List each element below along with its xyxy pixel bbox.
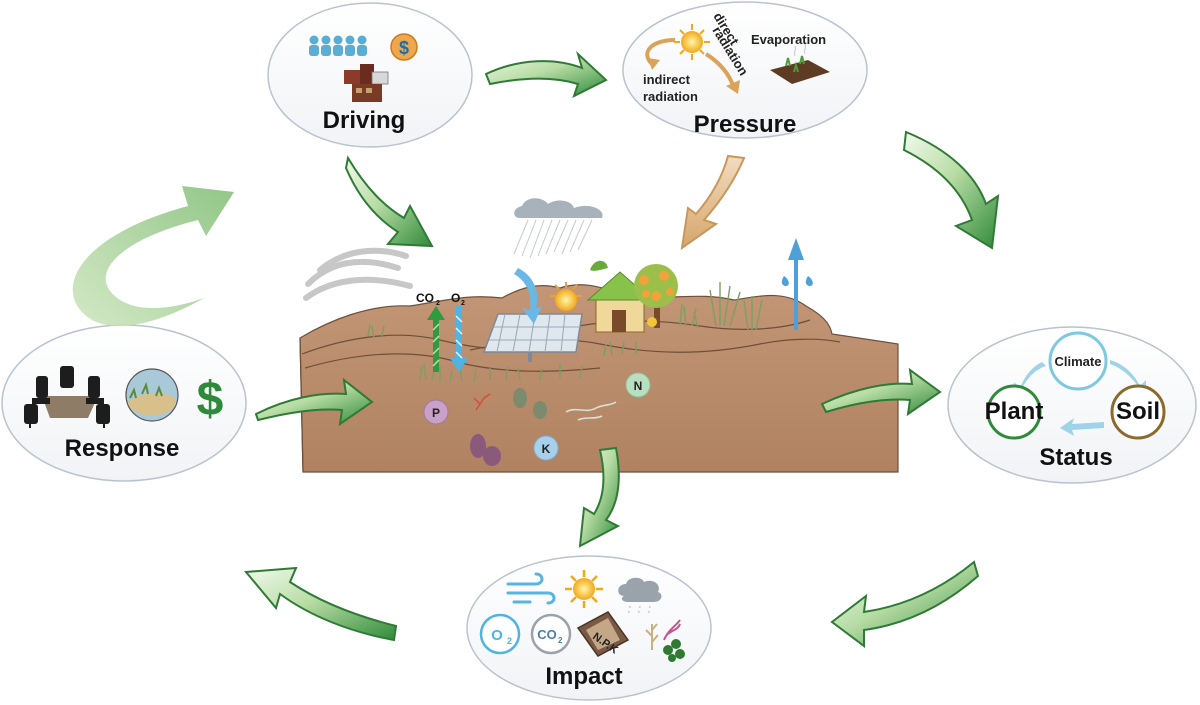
industry-icon [344, 64, 389, 102]
status-node: Climate Soil Plant Status [947, 326, 1197, 484]
sun-icon [674, 24, 710, 60]
o2-subscript: 2 [461, 300, 465, 307]
co2-label: CO [416, 291, 434, 305]
arrow-driving-to-pressure [484, 50, 608, 98]
cloud-rain-icon [618, 577, 662, 617]
pressure-node: direct radiation indirect radiation Evap… [622, 1, 868, 139]
response-label: Response [65, 435, 180, 462]
indirect-radiation-label-2: radiation [643, 89, 698, 104]
response-money-symbol: $ [197, 373, 224, 426]
soil-label: Soil [1116, 398, 1160, 425]
stones [513, 388, 547, 419]
o2-circle: O 2 [479, 613, 521, 655]
money-icon: $ [390, 33, 418, 61]
driving-node: $ Driving [267, 2, 473, 148]
impact-label: Impact [545, 663, 622, 690]
impact-node: O 2 CO 2 N.P.K Impact [466, 555, 712, 701]
soil-circle [1110, 384, 1166, 440]
wind-lines [303, 247, 413, 301]
arrow-landscape-to-status [820, 367, 942, 417]
co2-subscript: 2 [436, 300, 440, 307]
impact-plants-icon [645, 619, 685, 662]
arrow-pressure-to-status [902, 130, 1000, 250]
impact-o2-text: O [491, 627, 503, 644]
wind-icon [506, 572, 556, 605]
impact-co2-text: CO [537, 627, 557, 642]
grass [367, 282, 763, 383]
rain-arrow [514, 268, 542, 324]
nutrient-k-label: K [542, 442, 551, 456]
nutrient-p: P [423, 399, 449, 425]
impact-sun-icon [565, 570, 603, 608]
driving-label: Driving [323, 107, 406, 134]
climate-circle [1048, 331, 1108, 391]
tree-icon [634, 264, 678, 328]
arrow-pressure-to-landscape [680, 154, 746, 251]
landscape-scene: CO 2 O 2 [299, 198, 899, 473]
soil-patch-icon [770, 43, 830, 84]
impact-o2-sub: 2 [507, 636, 512, 646]
response-node: $ Response [1, 324, 247, 482]
arrow-response-to-landscape [254, 377, 374, 427]
driving-money-symbol: $ [399, 38, 409, 58]
arrow-status-to-impact [830, 560, 980, 648]
nutrient-p-label: P [432, 406, 440, 420]
plant-label: Plant [985, 398, 1044, 425]
arrow-response-to-driving [72, 186, 235, 326]
climate-label: Climate [1055, 354, 1102, 369]
nutrient-k: K [533, 435, 559, 461]
nutrient-n-label: N [634, 379, 643, 393]
npk-fertilizer-icon: N.P.K [576, 611, 630, 657]
solar-panel-icon [482, 313, 583, 362]
worms [565, 401, 617, 421]
arrow-impact-to-response [243, 566, 398, 642]
plant-circle [986, 384, 1042, 440]
population-icon [309, 35, 367, 56]
indirect-radiation-label-1: indirect [643, 72, 691, 87]
arrow-landscape-to-impact [578, 446, 621, 548]
roots [473, 393, 491, 411]
evaporation-label: Evaporation [751, 32, 826, 47]
pressure-label: Pressure [694, 111, 797, 138]
status-label: Status [1039, 444, 1112, 471]
meeting-table-icon [24, 366, 110, 428]
rain-cloud-icon [513, 198, 603, 259]
mole-icon [470, 434, 501, 466]
o2-arrow [450, 306, 468, 372]
co2-circle: CO 2 [530, 613, 572, 655]
impact-co2-sub: 2 [558, 636, 563, 645]
o2-label: O [451, 291, 460, 305]
arrow-driving-to-landscape [344, 155, 434, 248]
landscape-photo-icon [125, 368, 179, 422]
landscape-sun-icon [550, 282, 582, 311]
nutrient-n: N [625, 372, 651, 398]
co2-arrow [427, 306, 445, 372]
evaporation-arrow [781, 238, 813, 330]
